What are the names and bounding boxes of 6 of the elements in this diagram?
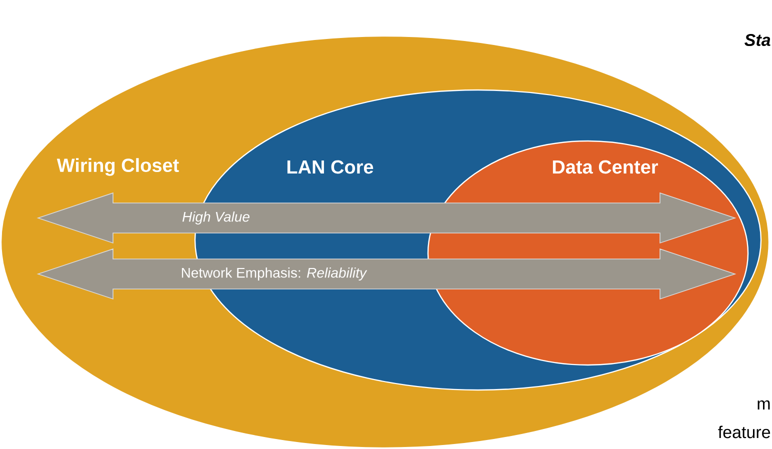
- text-fragment: Sta: [744, 34, 770, 46]
- text-fragment: feature: [718, 426, 770, 438]
- region-label: LAN Core: [287, 160, 374, 174]
- region-label: Wiring Closet: [56, 158, 179, 176]
- region-label: Data Center: [552, 160, 658, 174]
- text-fragment: m: [758, 400, 770, 410]
